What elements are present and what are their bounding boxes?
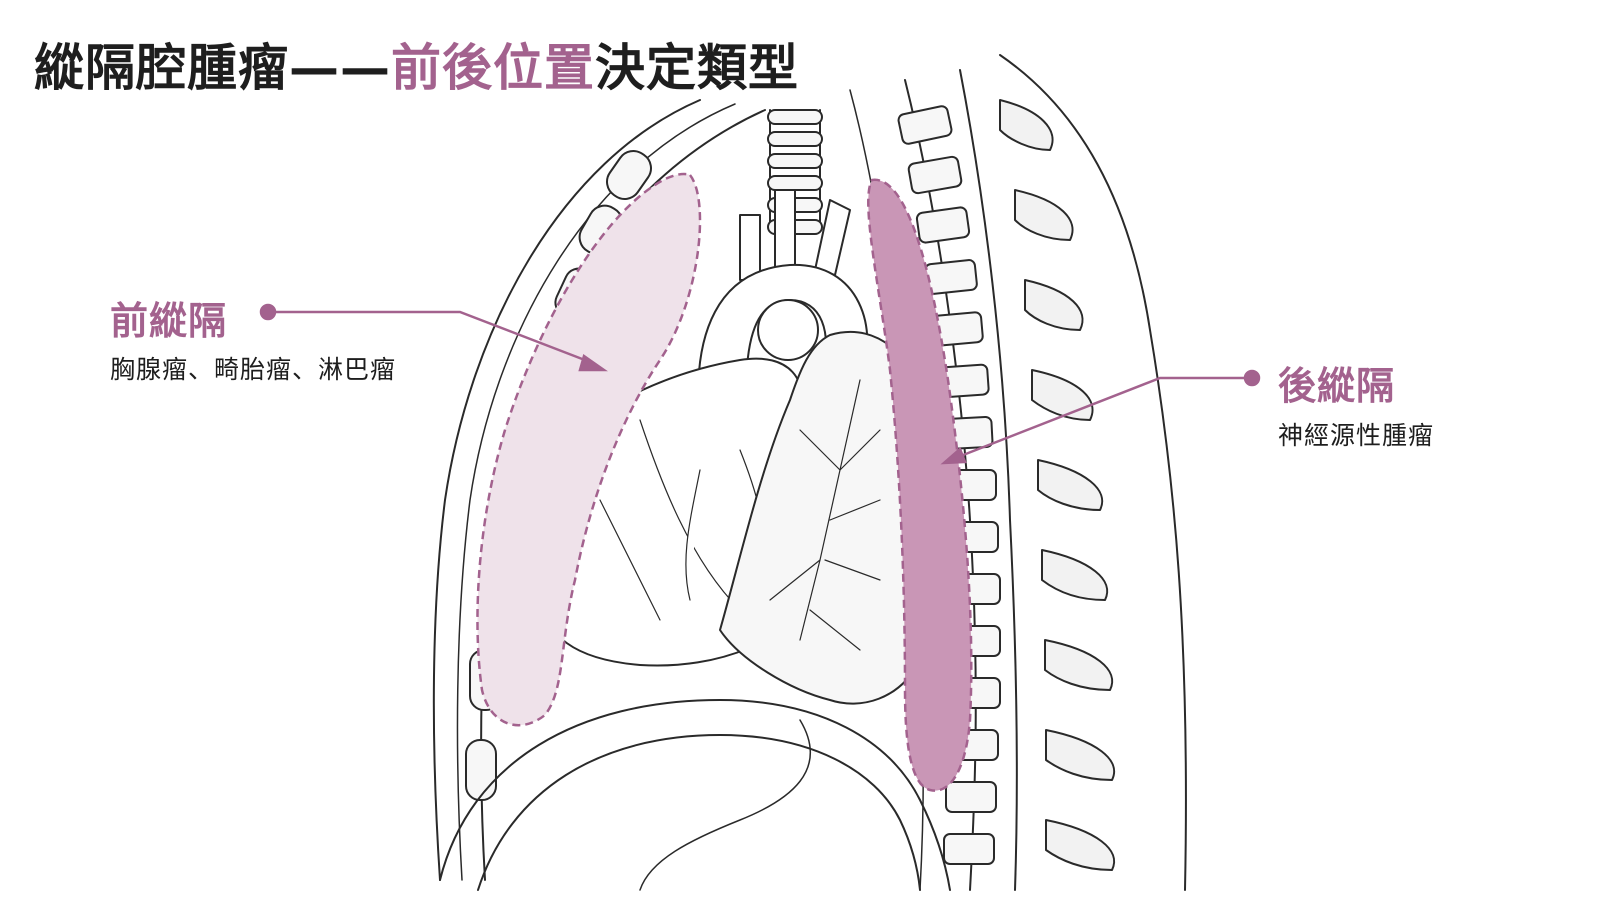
title-part-2: 決定類型 [595,39,799,97]
posterior-mediastinum-region [867,178,973,792]
title-accent: 前後位置 [391,39,595,97]
back-skin-outline [999,54,1187,891]
posterior-mediastinum-label: 後縱隔 [1278,364,1396,408]
spinal-cord-back [959,69,1018,891]
chest-wall-outer [432,99,701,881]
anterior-leader [259,303,608,372]
anterior-mediastinum-region [476,172,702,727]
diaphragm-outer [439,699,951,891]
spinous-processes [999,99,1115,871]
anterior-mediastinum-label: 前縱隔 [110,299,228,343]
title-part-1: 縱隔腔腫瘤—— [34,39,391,97]
posterior-mediastinum-types: 神經源性腫瘤 [1278,421,1435,450]
diaphragm-inner [477,734,921,891]
stomach-fold [639,719,812,891]
posterior-leader [940,369,1261,465]
page-title: 縱隔腔腫瘤——前後位置決定類型 [34,28,799,100]
anterior-mediastinum-types: 胸腺瘤、畸胎瘤、淋巴瘤 [110,355,397,384]
